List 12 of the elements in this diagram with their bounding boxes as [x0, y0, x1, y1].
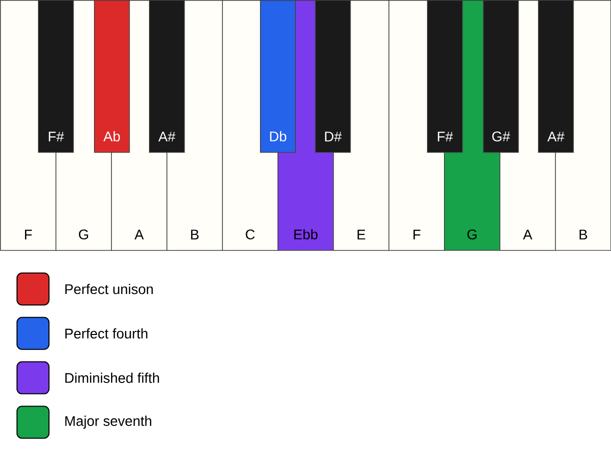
legend-label: Perfect unison	[65, 284, 153, 294]
piano-key: A#	[149, 0, 185, 153]
legend-label: Major seventh	[65, 416, 152, 429]
legend-label: Perfect fourth	[65, 328, 148, 339]
piano-key: G#	[483, 0, 519, 153]
piano-key: Ab	[94, 0, 130, 153]
piano-key: F#	[427, 0, 463, 153]
piano-key: A#	[538, 0, 574, 153]
legend-label: Diminished fifth	[65, 372, 159, 383]
piano-key: D#	[315, 0, 351, 153]
piano-key: F#	[38, 0, 74, 153]
piano-key: Db	[260, 0, 296, 153]
